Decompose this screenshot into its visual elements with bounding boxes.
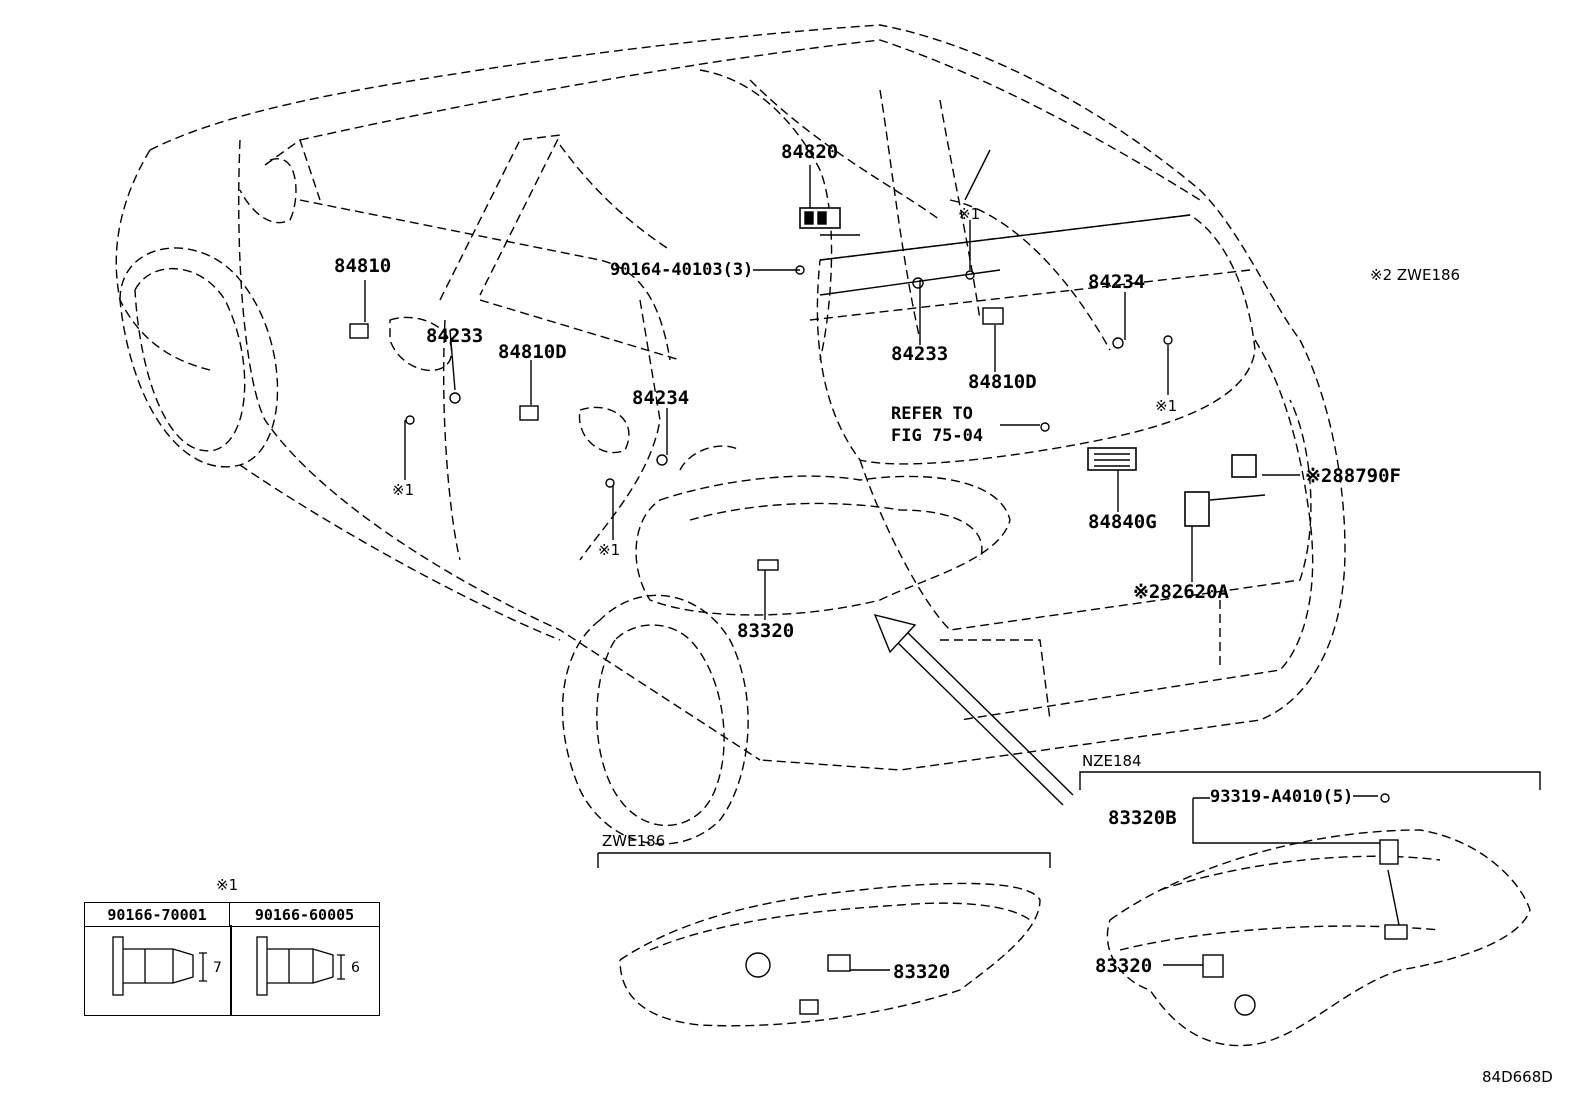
part-label-88790F: ※288790F	[1305, 465, 1401, 487]
part-label-84810D-right: 84810D	[968, 371, 1037, 393]
part-label-93319-A4010: 93319-A4010(5)	[1210, 787, 1354, 807]
bolt-table: 90166-70001 90166-60005 7 6	[84, 902, 380, 1016]
bolt-table-divider	[230, 925, 232, 1015]
note-x1-top: ※1	[958, 205, 981, 223]
part-label-83320-zwe186: 83320	[893, 961, 951, 983]
note-x1-mid: ※1	[598, 541, 621, 559]
section-label-zwe186: ZWE186	[602, 832, 666, 850]
part-label-84820: 84820	[781, 141, 839, 163]
part-label-84233-right: 84233	[891, 343, 949, 365]
part-label-83320B: 83320B	[1108, 807, 1177, 829]
part-label-83320-main: 83320	[737, 620, 795, 642]
refer-fig-label: FIG 75-04	[891, 426, 984, 446]
section-label-nze184: NZE184	[1082, 752, 1142, 770]
variant-note-zwe186: ※2 ZWE186	[1370, 266, 1461, 284]
part-label-90164-40103: 90164-40103(3)	[610, 260, 754, 280]
note-x1-right: ※1	[1155, 397, 1178, 415]
bolt-table-col1: 90166-70001	[85, 903, 230, 927]
part-label-83320-nze184: 83320	[1095, 955, 1153, 977]
bolt-drawings	[112, 936, 345, 996]
part-label-84233-left: 84233	[426, 325, 484, 347]
bolt-dim-6: 6	[351, 960, 360, 976]
refer-to-label: REFER TO	[891, 404, 973, 424]
part-label-84840G: 84840G	[1088, 511, 1157, 533]
bolt-table-title: ※1	[216, 876, 239, 894]
bolt-table-col2: 90166-60005	[230, 903, 379, 927]
diagram-code: 84D668D	[1482, 1068, 1553, 1086]
part-label-84810: 84810	[334, 255, 392, 277]
part-label-84234-left: 84234	[632, 387, 690, 409]
bolt-dim-7: 7	[213, 960, 222, 976]
part-label-84234-right: 84234	[1088, 271, 1146, 293]
note-x1-left: ※1	[392, 481, 415, 499]
part-label-84810D-left: 84810D	[498, 341, 567, 363]
part-label-82620A: ※282620A	[1133, 581, 1229, 603]
